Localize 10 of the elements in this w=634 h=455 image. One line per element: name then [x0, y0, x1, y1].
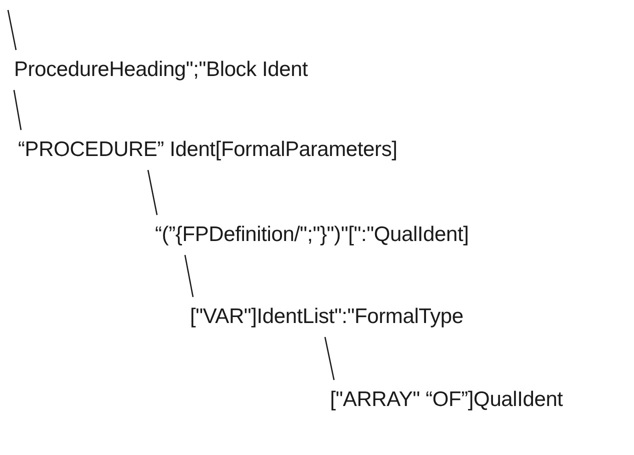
- grammar-rule: “PROCEDURE” Ident[FormalParameters]: [18, 138, 398, 162]
- grammar-rule: ["ARRAY" “OF”]QualIdent: [330, 388, 563, 412]
- grammar-rule: “(”{FPDefinition/";"}")"[":"QualIdent]: [155, 223, 469, 247]
- grammar-rule: ["VAR"]IdentList":"FormalType: [190, 305, 464, 329]
- grammar-rule: ProcedureHeading";"Block Ident: [14, 58, 308, 82]
- backslash-connector: [184, 254, 194, 298]
- backslash-connector: [324, 336, 335, 380]
- backslash-connector: [13, 90, 22, 130]
- backslash-connector: [7, 10, 17, 50]
- backslash-connector: [147, 170, 158, 216]
